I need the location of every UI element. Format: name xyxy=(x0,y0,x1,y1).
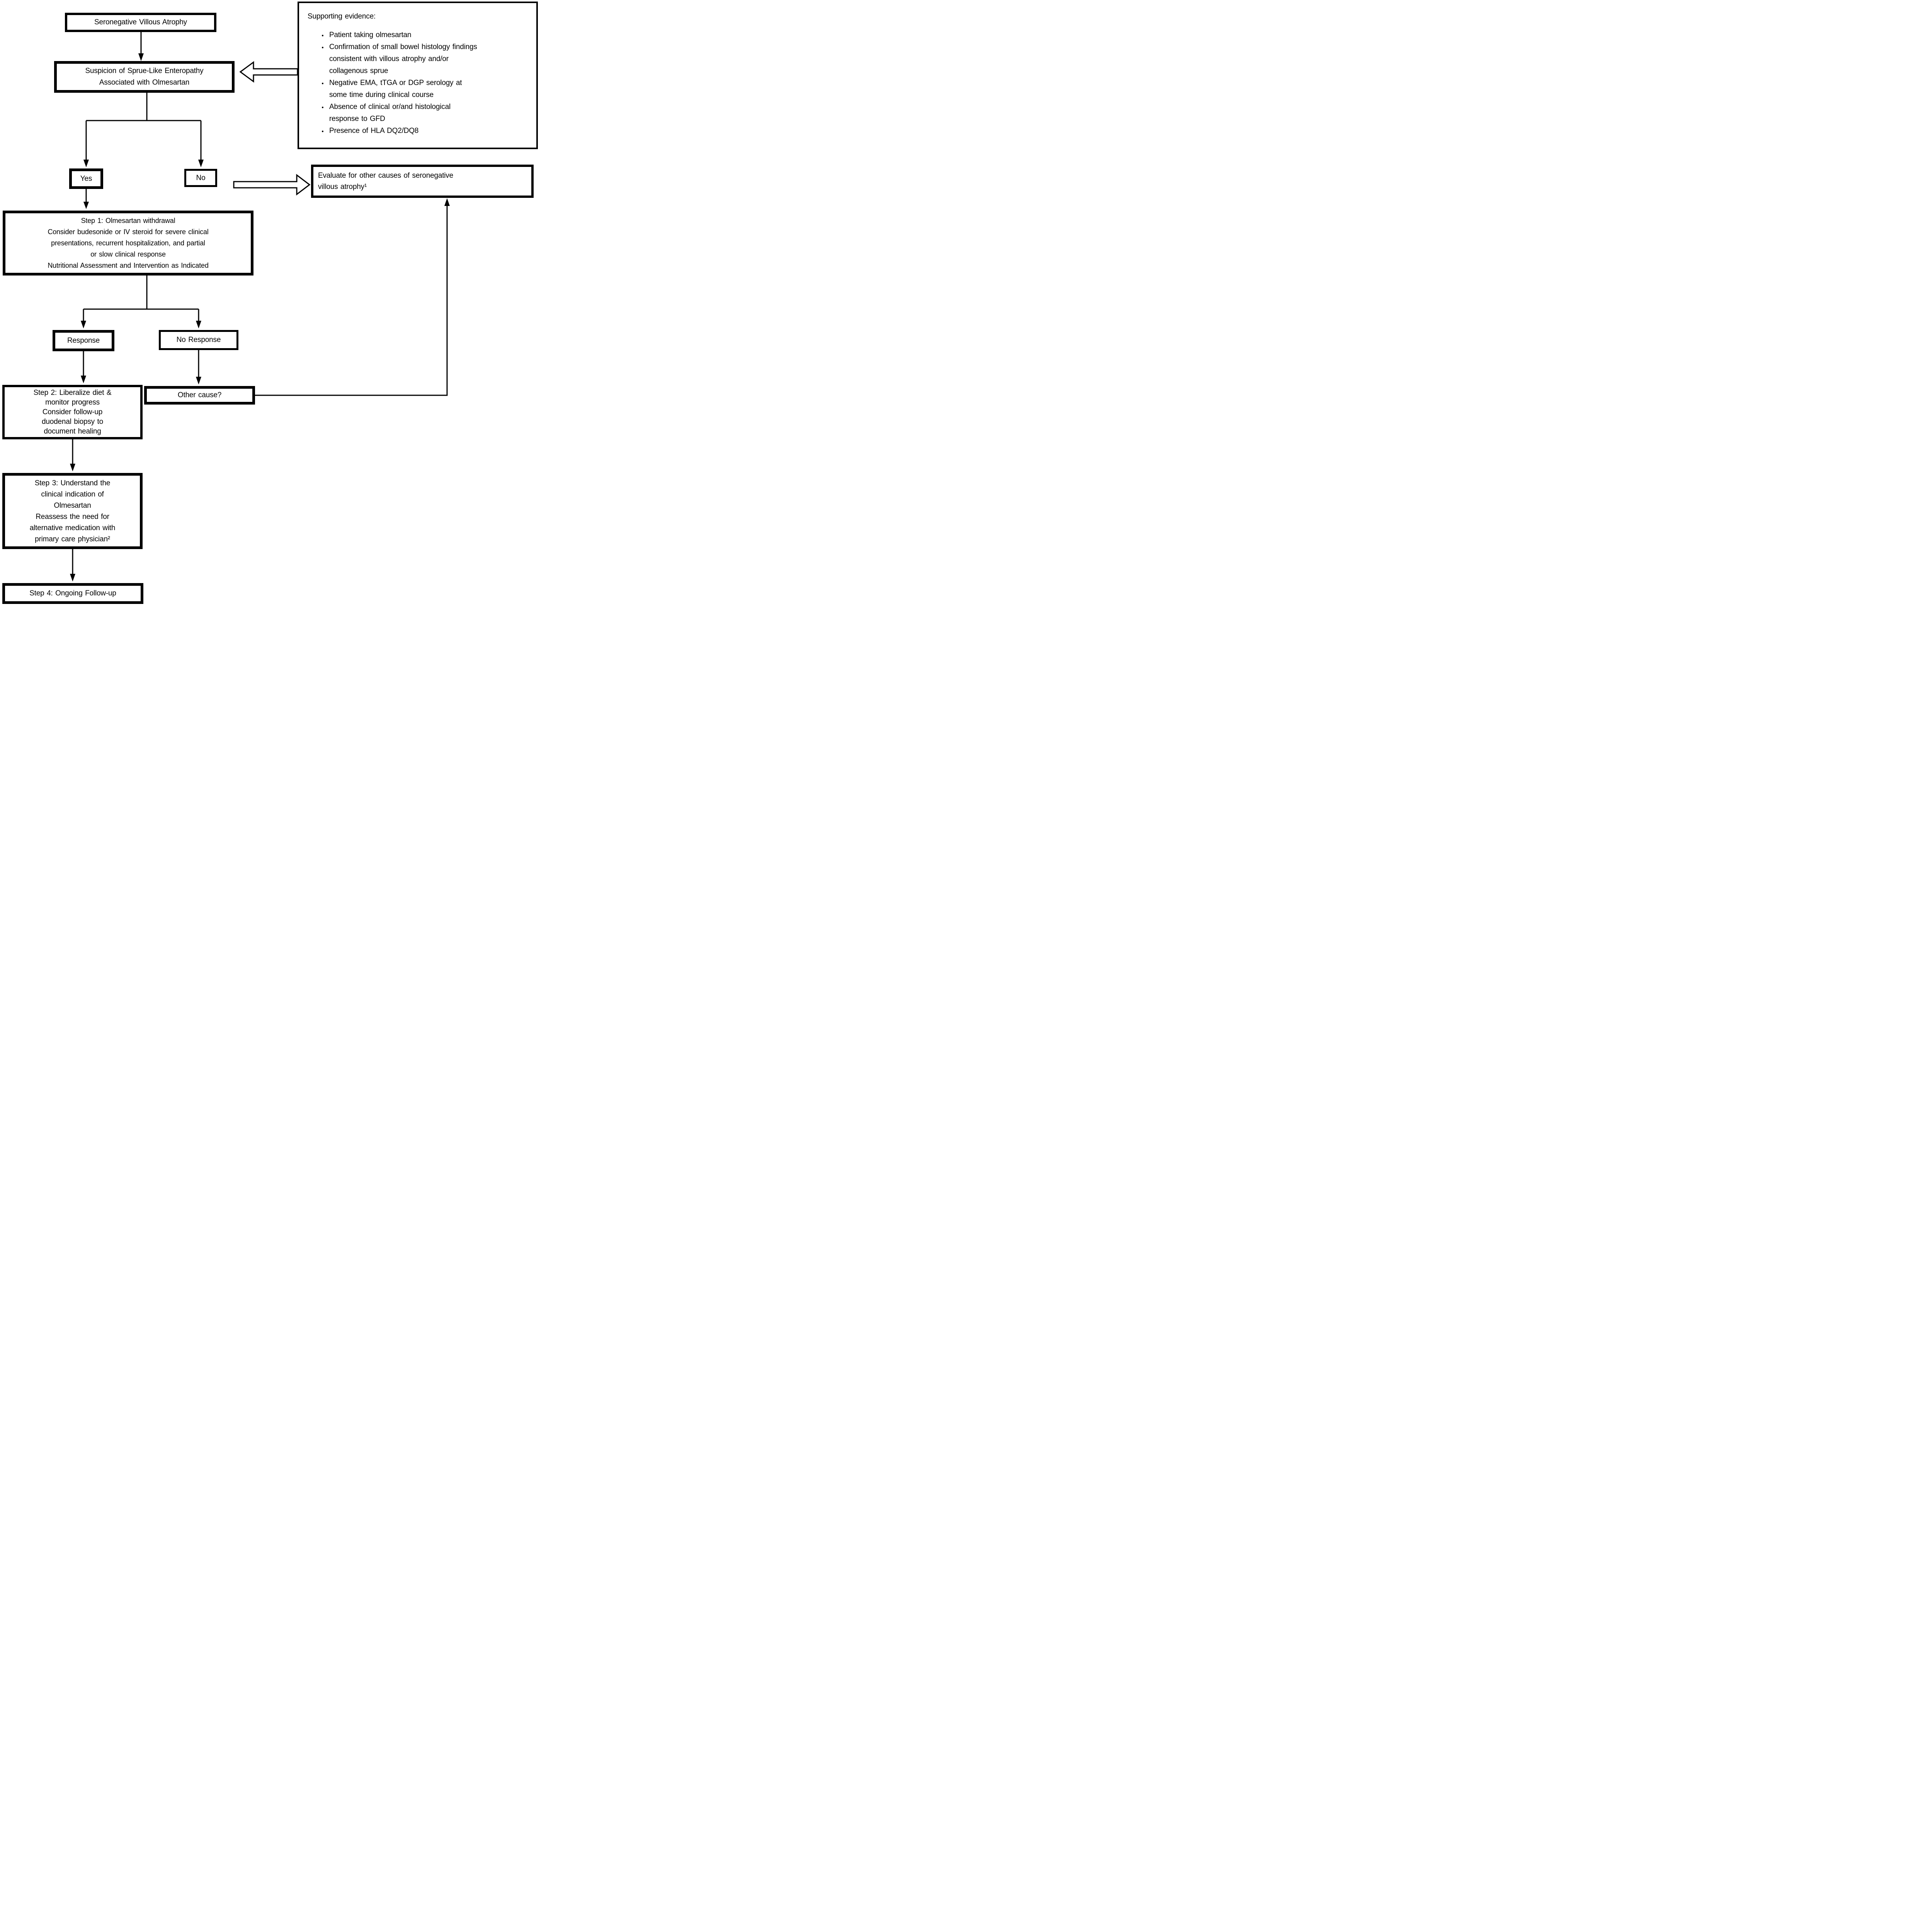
block-arrow-no-to-evaluate xyxy=(233,173,311,196)
node-step2-liberalize-diet: Step 2: Liberalize diet & monitor progre… xyxy=(2,385,143,439)
node-step1-olmesartan-withdrawal: Step 1: Olmesartan withdrawal Consider b… xyxy=(3,211,253,276)
node-suspicion-sprue-like-enteropathy: Suspicion of Sprue-Like Enteropathy Asso… xyxy=(54,61,235,93)
node-no-response: No Response xyxy=(159,330,238,350)
arrow-head xyxy=(138,53,144,61)
right-block-arrow-icon xyxy=(233,173,311,196)
node-label: Response xyxy=(67,336,100,345)
arrow-yes-to-step1 xyxy=(83,189,89,209)
node-response: Response xyxy=(53,330,114,351)
node-step3-understand-indication: Step 3: Understand the clinical indicati… xyxy=(2,473,143,549)
supporting-evidence-list: Patient taking olmesartan Confirmation o… xyxy=(308,29,529,137)
supporting-evidence-heading: Supporting evidence: xyxy=(308,12,376,20)
node-supporting-evidence: Supporting evidence: Patient taking olme… xyxy=(298,2,538,149)
supporting-evidence-bullet: Confirmation of small bowel histology fi… xyxy=(328,41,529,77)
arrow-head-response xyxy=(81,321,86,328)
node-seronegative-villous-atrophy: Seronegative Villous Atrophy xyxy=(65,13,216,32)
node-evaluate-other-causes: Evaluate for other causes of seronegativ… xyxy=(311,165,534,198)
arrow-head xyxy=(70,574,75,582)
node-label: Other cause? xyxy=(177,391,222,399)
branch-lines xyxy=(85,93,202,160)
supporting-evidence-bullet: Patient taking olmesartan xyxy=(328,29,529,41)
node-label: Step 2: Liberalize diet & monitor progre… xyxy=(33,389,112,435)
left-block-arrow-icon xyxy=(239,61,298,83)
node-label: Step 3: Understand the clinical indicati… xyxy=(29,479,116,543)
arrow-head-yes xyxy=(83,160,89,167)
branch-step1-to-response xyxy=(81,276,201,328)
supporting-evidence-bullet: Absence of clinical or/and histological … xyxy=(328,101,529,125)
connectors xyxy=(70,32,450,582)
arrow-head-no xyxy=(198,160,204,167)
arrow-step2-to-step3 xyxy=(70,439,75,471)
arrow-head-no-response xyxy=(196,321,201,328)
branch-suspicion-to-yes-no xyxy=(83,93,204,167)
node-step4-ongoing-follow-up: Step 4: Ongoing Follow-up xyxy=(2,583,143,604)
connector-lines xyxy=(255,205,448,396)
block-arrow-evidence-to-suspicion xyxy=(239,61,298,83)
arrow-no-response-to-other-cause xyxy=(196,350,201,384)
node-label: Yes xyxy=(80,174,92,183)
arrow-seronegative-to-suspicion xyxy=(138,32,144,61)
arrow-response-to-step2 xyxy=(81,351,86,383)
node-no: No xyxy=(184,169,217,187)
arrow-head xyxy=(196,377,201,384)
connector-other-cause-to-evaluate xyxy=(255,198,450,396)
arrow-head xyxy=(81,376,86,383)
supporting-evidence-bullet: Presence of HLA DQ2/DQ8 xyxy=(328,125,529,137)
node-label: No Response xyxy=(176,336,221,344)
node-label: Step 1: Olmesartan withdrawal Consider b… xyxy=(48,216,209,269)
arrow-head xyxy=(444,198,450,206)
supporting-evidence-bullet: Negative EMA, tTGA or DGP serology at so… xyxy=(328,77,529,101)
arrow-step3-to-step4 xyxy=(70,549,75,582)
flowchart: Seronegative Villous Atrophy Suspicion o… xyxy=(0,0,560,631)
node-label: Evaluate for other causes of seronegativ… xyxy=(318,172,453,191)
node-yes: Yes xyxy=(69,168,103,189)
arrow-head xyxy=(70,464,75,471)
arrow-head xyxy=(83,202,89,209)
branch-lines xyxy=(83,276,199,321)
node-label: Step 4: Ongoing Follow-up xyxy=(29,589,116,597)
node-label: No xyxy=(196,173,206,182)
node-label: Suspicion of Sprue-Like Enteropathy Asso… xyxy=(85,67,204,87)
node-label: Seronegative Villous Atrophy xyxy=(94,18,187,26)
node-other-cause: Other cause? xyxy=(144,386,255,405)
